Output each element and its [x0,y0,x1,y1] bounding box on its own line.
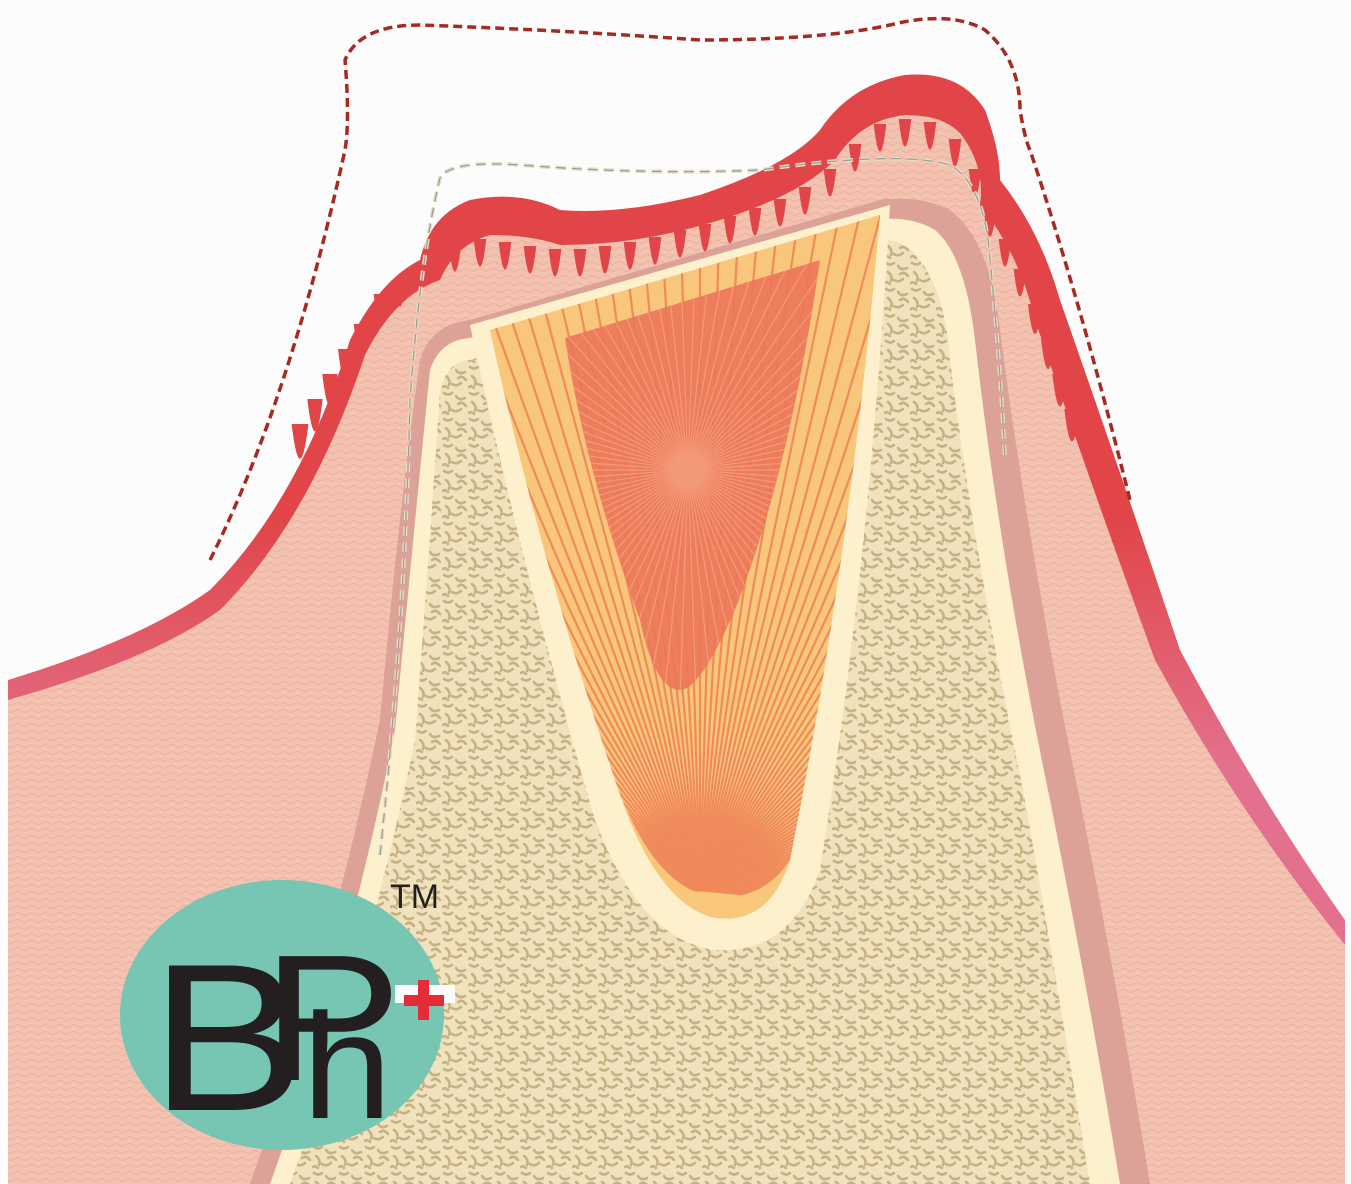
logo-letter-h: h [302,982,392,1150]
trademark-symbol: TM [390,878,439,916]
